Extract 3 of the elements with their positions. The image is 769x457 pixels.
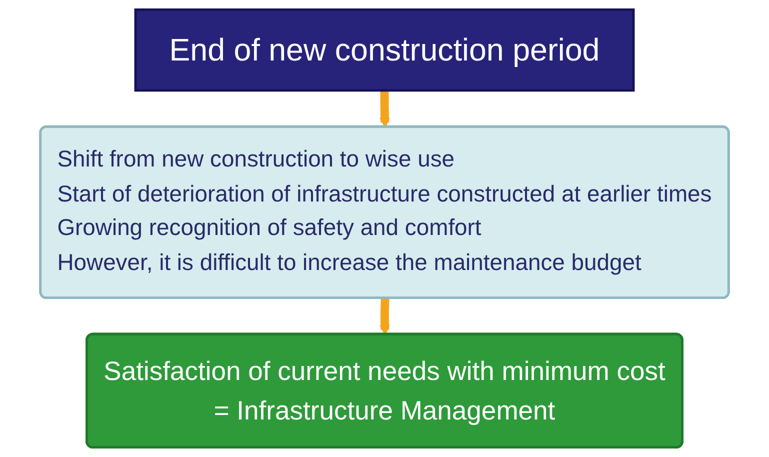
arrow [380,297,390,336]
arrow [380,89,390,128]
node-box: End of new construction period [134,8,635,92]
